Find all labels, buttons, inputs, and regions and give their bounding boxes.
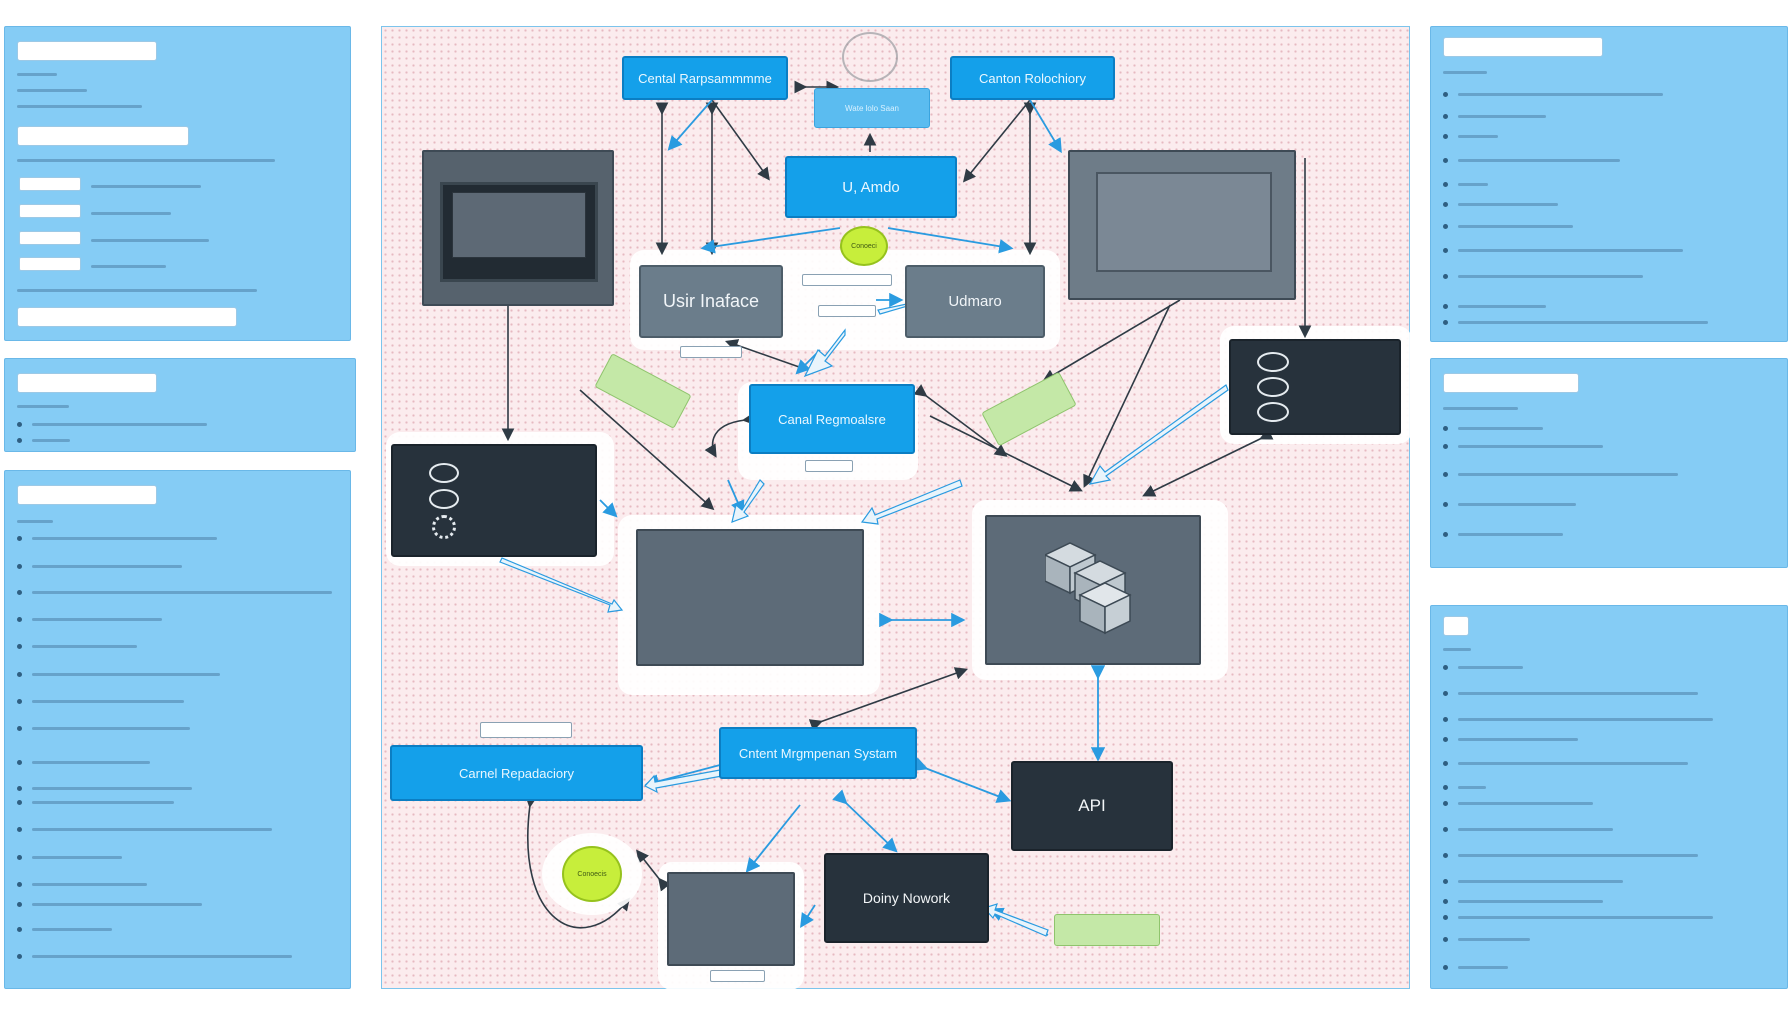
badge-bottom-ring: Conoecis — [562, 846, 622, 902]
monitor-panel-left — [422, 150, 614, 306]
node-content-repo-bottom[interactable]: Carnel Repadaciory — [390, 745, 643, 801]
node-top-small[interactable]: Wate lolo Saan — [814, 88, 930, 128]
left-panel-top — [4, 26, 351, 341]
badge-top-ring: Conoeci — [840, 226, 888, 266]
node-label: Udmaro — [948, 293, 1002, 310]
node-user-interface[interactable]: Usir Inaface — [639, 265, 783, 338]
panel-title-field[interactable] — [1443, 37, 1603, 57]
panel-footer-field[interactable] — [17, 307, 237, 327]
badge-label: Conoeci — [851, 242, 877, 250]
node-label: Cntent Mrgmpenan Systam — [738, 745, 898, 761]
panel-title-field[interactable] — [17, 373, 157, 393]
label-tag — [680, 346, 742, 358]
label-tag — [818, 305, 876, 317]
database-panel-right[interactable] — [1229, 339, 1401, 435]
right-panel-middle — [1430, 358, 1788, 568]
code-screen-bottom — [667, 872, 795, 966]
panel-title-field[interactable] — [17, 485, 157, 505]
panel-title-field[interactable] — [1443, 373, 1579, 393]
node-delivery-network[interactable]: Doiny Nowork — [824, 853, 989, 943]
badge-label: Conoecis — [577, 870, 607, 878]
database-icon — [1257, 377, 1289, 397]
database-icon — [1257, 402, 1289, 422]
panel-title-field[interactable] — [1443, 616, 1469, 636]
node-label: Canton Rolochiory — [979, 70, 1086, 86]
node-label: Wate lolo Saan — [845, 103, 899, 113]
label-tag — [802, 274, 892, 286]
right-panel-bottom — [1430, 605, 1788, 989]
panel-title-field[interactable] — [17, 41, 157, 61]
node-content-repo-top-right[interactable]: Canton Rolochiory — [950, 56, 1115, 100]
note-card — [1054, 914, 1160, 946]
node-user-admin[interactable]: U, Amdo — [785, 156, 957, 218]
node-label: Doiny Nowork — [862, 890, 951, 906]
left-panel-bottom — [4, 470, 351, 989]
node-label: API — [1078, 796, 1106, 815]
code-screen-center — [636, 529, 864, 666]
option-chip[interactable] — [19, 257, 81, 271]
option-chip[interactable] — [19, 177, 81, 191]
node-label: U, Amdo — [842, 178, 900, 196]
label-tag — [480, 722, 572, 738]
database-panel-left[interactable] — [391, 444, 597, 557]
label-tag — [805, 460, 853, 472]
node-api[interactable]: API — [1011, 761, 1173, 851]
node-cms[interactable]: Cntent Mrgmpenan Systam — [719, 727, 917, 779]
label-tag — [710, 970, 765, 982]
right-panel-top — [1430, 26, 1788, 342]
node-label: Canal Regmoalsre — [778, 411, 886, 427]
node-label: Carnel Repadaciory — [459, 765, 574, 781]
node-center-repo[interactable]: Canal Regmoalsre — [749, 384, 915, 454]
node-user-admin-right[interactable]: Udmaro — [905, 265, 1045, 338]
node-label: Cental Rarpsammmme — [638, 70, 772, 86]
panel-input-field[interactable] — [17, 126, 189, 146]
database-icon — [1257, 352, 1289, 372]
cubes-icon — [1045, 542, 1132, 635]
left-panel-middle — [4, 358, 356, 452]
monitor-panel-right — [1068, 150, 1296, 300]
option-chip[interactable] — [19, 204, 81, 218]
node-label: Usir Inaface — [662, 291, 760, 311]
database-icon — [429, 462, 459, 483]
logo-ring-icon — [842, 32, 898, 82]
gear-icon — [432, 514, 456, 539]
node-content-repo-top-left[interactable]: Cental Rarpsammmme — [622, 56, 788, 100]
option-chip[interactable] — [19, 231, 81, 245]
database-icon — [429, 488, 459, 509]
